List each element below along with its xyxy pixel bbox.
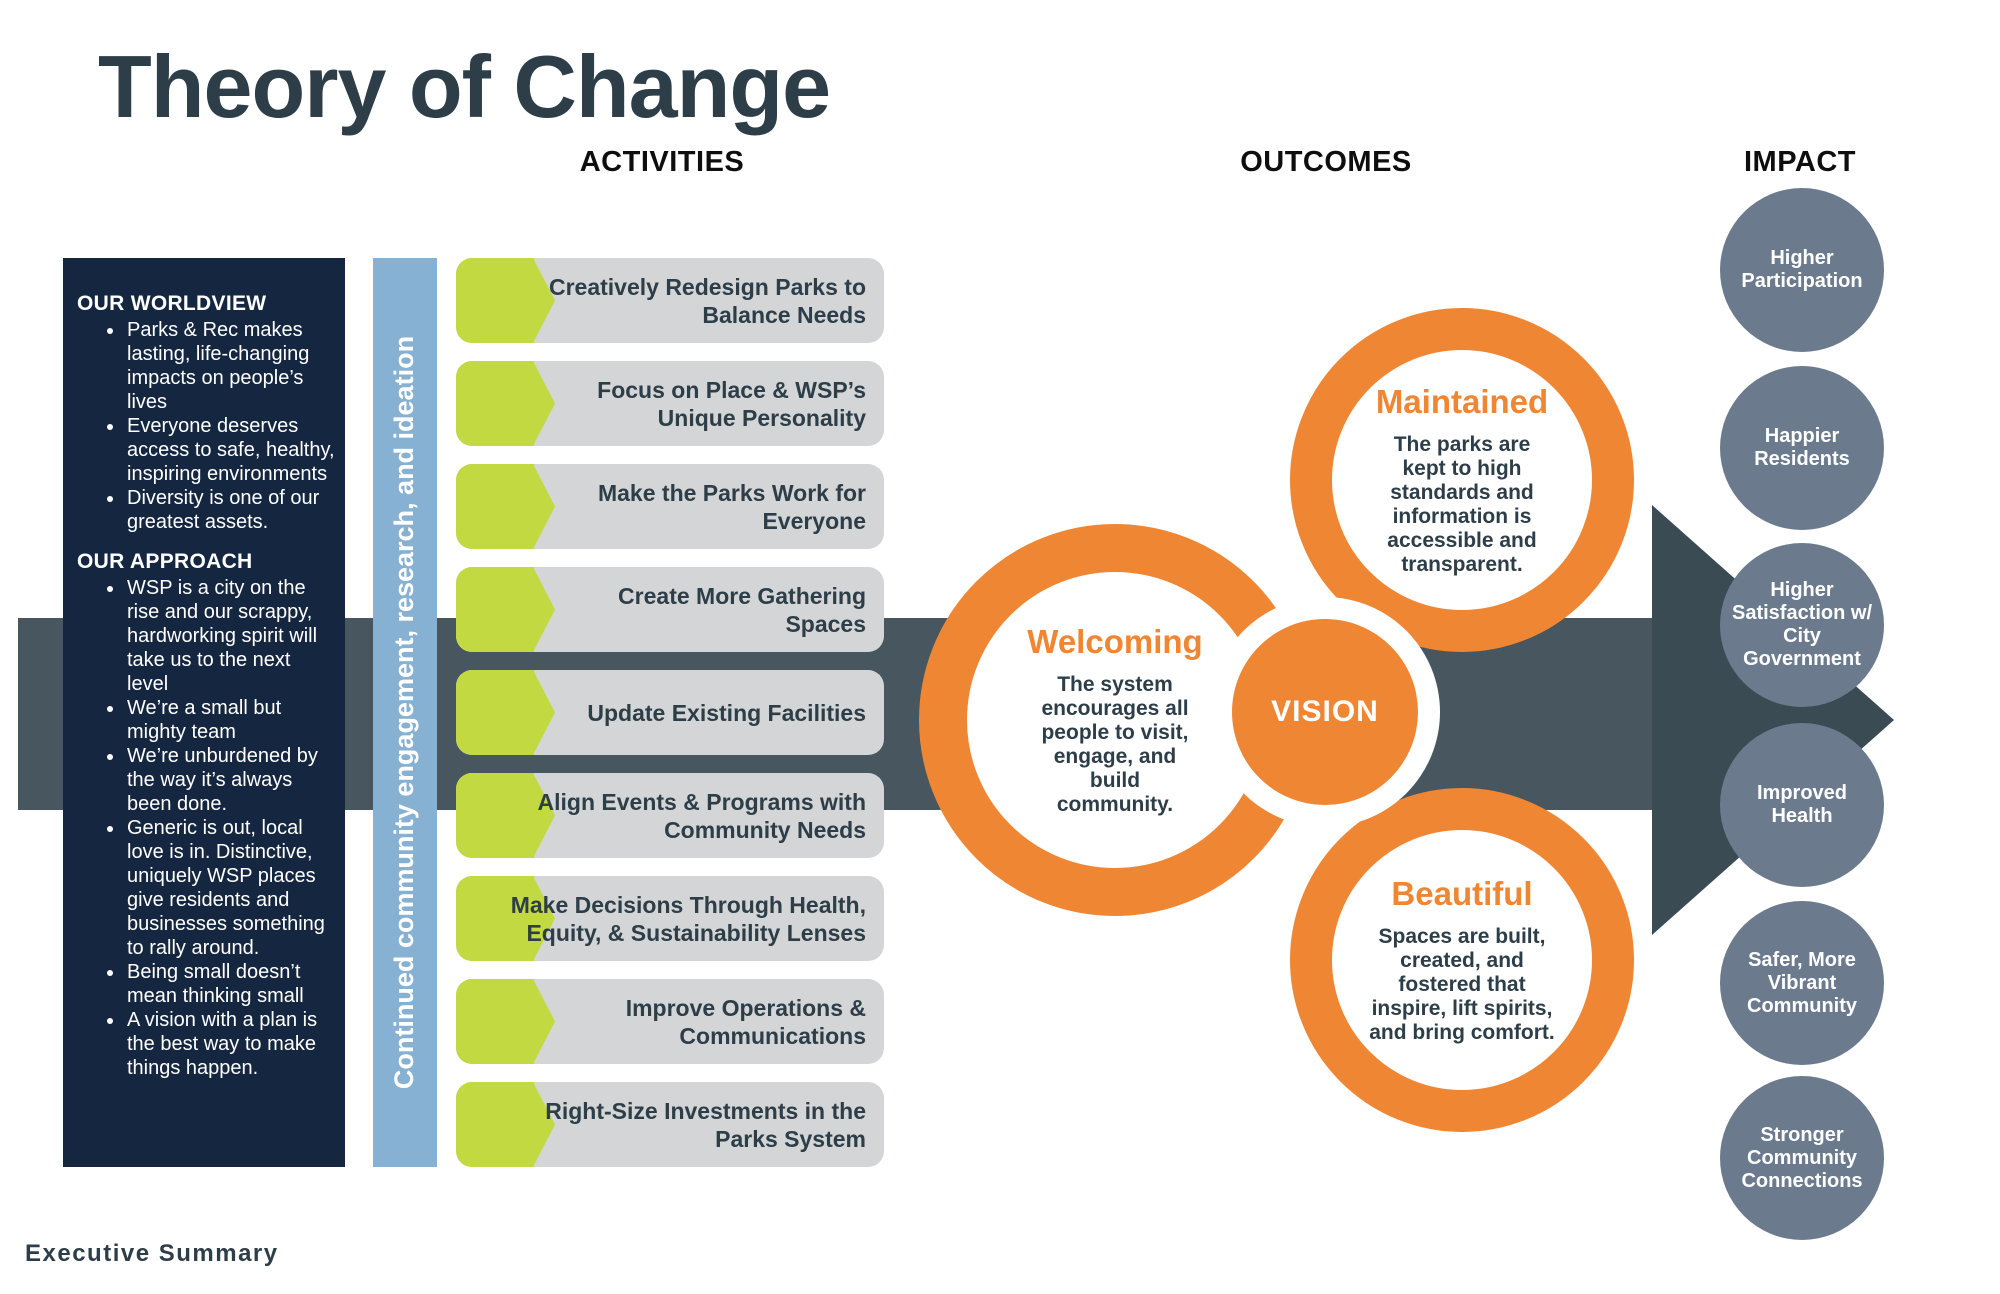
impact-label: Happier Residents [1754,425,1850,470]
welcoming-title: Welcoming [1027,623,1203,660]
impact-circle: Higher Satisfaction w/ City Government [1720,543,1884,707]
worldview-bullet: Everyone deserves access to safe, health… [125,414,335,486]
chevron-right-icon [456,1082,534,1167]
column-header-outcomes: OUTCOMES [1240,146,1412,178]
chevron-right-icon [456,258,534,343]
engagement-bar: Continued community engagement, research… [373,258,437,1167]
impact-label: Improved Health [1756,782,1848,827]
activity-pill: Creatively Redesign Parks to Balance Nee… [456,258,884,343]
engagement-bar-label: Continued community engagement, research… [389,335,420,1090]
approach-heading: OUR APPROACH [77,550,253,573]
vision-circle: VISION [1232,619,1418,805]
impact-label: Higher Satisfaction w/ City Government [1731,579,1873,670]
impact-label: Safer, More Vibrant Community [1747,948,1857,1017]
activity-label: Align Events & Programs with Community N… [537,788,866,843]
worldview-approach-panel: OUR WORLDVIEW Parks & Rec makes lasting,… [63,258,345,1167]
approach-bullet: We’re unburdened by the way it’s always … [125,744,335,816]
page-title: Theory of Change [98,37,831,136]
activity-pill: Update Existing Facilities [456,670,884,755]
worldview-list: Parks & Rec makes lasting, life-changing… [77,318,335,534]
activity-pill: Make the Parks Work for Everyone [456,464,884,549]
chevron-right-icon [456,979,534,1064]
chevron-right-icon [456,670,534,755]
activity-label: Creatively Redesign Parks to Balance Nee… [548,273,866,328]
approach-bullet: A vision with a plan is the best way to … [125,1008,335,1080]
activity-pill: Improve Operations & Communications [456,979,884,1064]
activity-pill: Make Decisions Through Health, Equity, &… [456,876,884,961]
impact-circle: Stronger Community Connections [1720,1076,1884,1240]
maintained-outcome: Maintained The parks are kept to high st… [1290,308,1634,652]
approach-list: WSP is a city on the rise and our scrapp… [77,576,335,1080]
column-header-activities: ACTIVITIES [579,146,745,178]
chevron-right-icon [456,567,534,652]
activity-label: Create More Gathering Spaces [618,582,866,637]
beautiful-title: Beautiful [1391,875,1533,912]
maintained-body: The parks are kept to high standards and… [1387,433,1537,576]
maintained-title: Maintained [1375,383,1549,420]
activity-pill: Align Events & Programs with Community N… [456,773,884,858]
activity-label: Right-Size Investments in the Parks Syst… [545,1097,866,1152]
activity-label: Make Decisions Through Health, Equity, &… [510,891,866,946]
impact-circle: Safer, More Vibrant Community [1720,901,1884,1065]
footer-section-label: Executive Summary [25,1240,279,1267]
activity-pill: Focus on Place & WSP’s Unique Personalit… [456,361,884,446]
activity-label: Improve Operations & Communications [625,994,866,1049]
column-header-impact: IMPACT [1743,146,1856,178]
welcoming-body: The system encourages all people to visi… [1041,673,1189,816]
impact-circle: Happier Residents [1720,366,1884,530]
worldview-heading: OUR WORLDVIEW [77,292,267,315]
worldview-bullet: Diversity is one of our greatest assets. [125,486,335,534]
chevron-right-icon [456,464,534,549]
chevron-right-icon [456,361,534,446]
beautiful-body: Spaces are built, created, and fostered … [1369,925,1555,1044]
activity-pill: Right-Size Investments in the Parks Syst… [456,1082,884,1167]
chevron-right-icon [456,773,534,858]
approach-bullet: We’re a small but mighty team [125,696,335,744]
impact-label: Higher Participation [1741,247,1863,292]
approach-bullet: Being small doesn’t mean thinking small [125,960,335,1008]
activities-list: Creatively Redesign Parks to Balance Nee… [456,258,884,1167]
welcoming-outcome: Welcoming The system encourages all peop… [919,524,1311,916]
activity-label: Update Existing Facilities [587,699,866,726]
activity-label: Make the Parks Work for Everyone [597,479,866,534]
impact-label: Stronger Community Connections [1741,1123,1863,1192]
beautiful-outcome: Beautiful Spaces are built, created, and… [1290,788,1634,1132]
approach-bullet: WSP is a city on the rise and our scrapp… [125,576,335,696]
activity-label: Focus on Place & WSP’s Unique Personalit… [597,376,866,431]
impact-circle: Higher Participation [1720,188,1884,352]
chevron-right-icon [456,876,534,961]
worldview-bullet: Parks & Rec makes lasting, life-changing… [125,318,335,414]
impact-circle: Improved Health [1720,723,1884,887]
activity-pill: Create More Gathering Spaces [456,567,884,652]
vision-label: VISION [1271,695,1379,728]
approach-bullet: Generic is out, local love is in. Distin… [125,816,335,960]
